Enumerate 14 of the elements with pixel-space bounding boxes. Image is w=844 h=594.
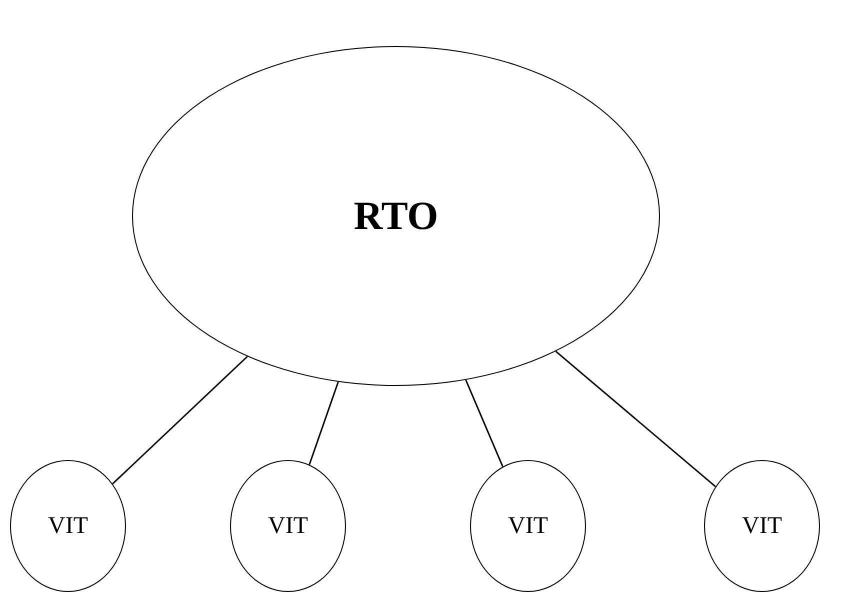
ellipse-node [132, 46, 660, 386]
ellipse-node [10, 460, 126, 592]
node-label: VIT [742, 512, 782, 541]
connector-line [555, 350, 716, 488]
ellipse-node [470, 460, 586, 592]
node-label: VIT [268, 512, 308, 541]
ellipse-node [230, 460, 346, 592]
node-label: VIT [48, 512, 88, 541]
node-label: RTO [354, 192, 438, 240]
node-label: VIT [508, 512, 548, 541]
ellipse-node [704, 460, 820, 592]
connector-line [465, 380, 504, 467]
connector-line [308, 382, 339, 465]
connector-line [112, 356, 248, 484]
